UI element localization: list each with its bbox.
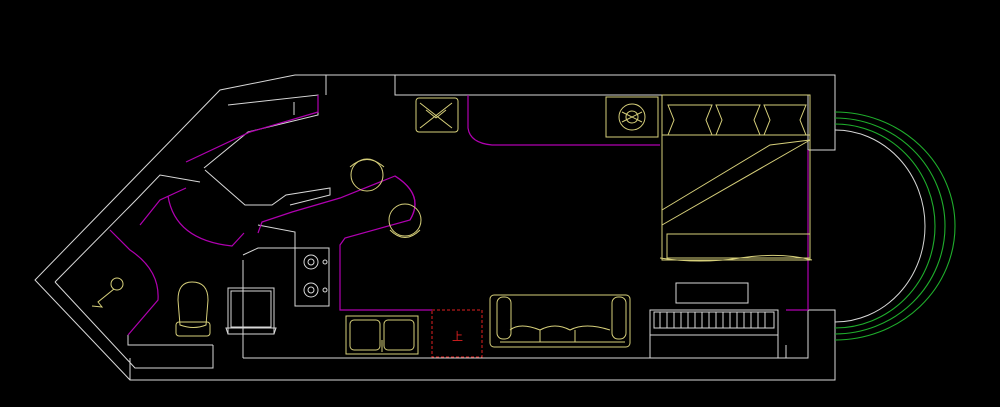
dining-table-icon <box>394 175 416 221</box>
toilet-icon <box>175 281 211 337</box>
partition-walls <box>109 95 809 336</box>
sink-icon <box>345 315 419 355</box>
fridge-icon: 上 <box>431 309 483 358</box>
plant-icon <box>415 97 459 133</box>
stove-icon <box>294 247 330 307</box>
armchair-icon <box>605 96 659 138</box>
fridge-label: 上 <box>452 330 463 343</box>
bed-icon <box>659 94 813 262</box>
balcony-railing <box>834 111 956 341</box>
keyboard-icon <box>649 309 779 359</box>
outer-walls <box>34 74 836 381</box>
tv-icon <box>675 282 749 304</box>
chair-icon <box>349 158 385 192</box>
sofa-icon <box>489 294 631 348</box>
chair-icon <box>388 203 422 238</box>
washer-icon <box>225 287 277 335</box>
shower-icon <box>91 277 124 308</box>
